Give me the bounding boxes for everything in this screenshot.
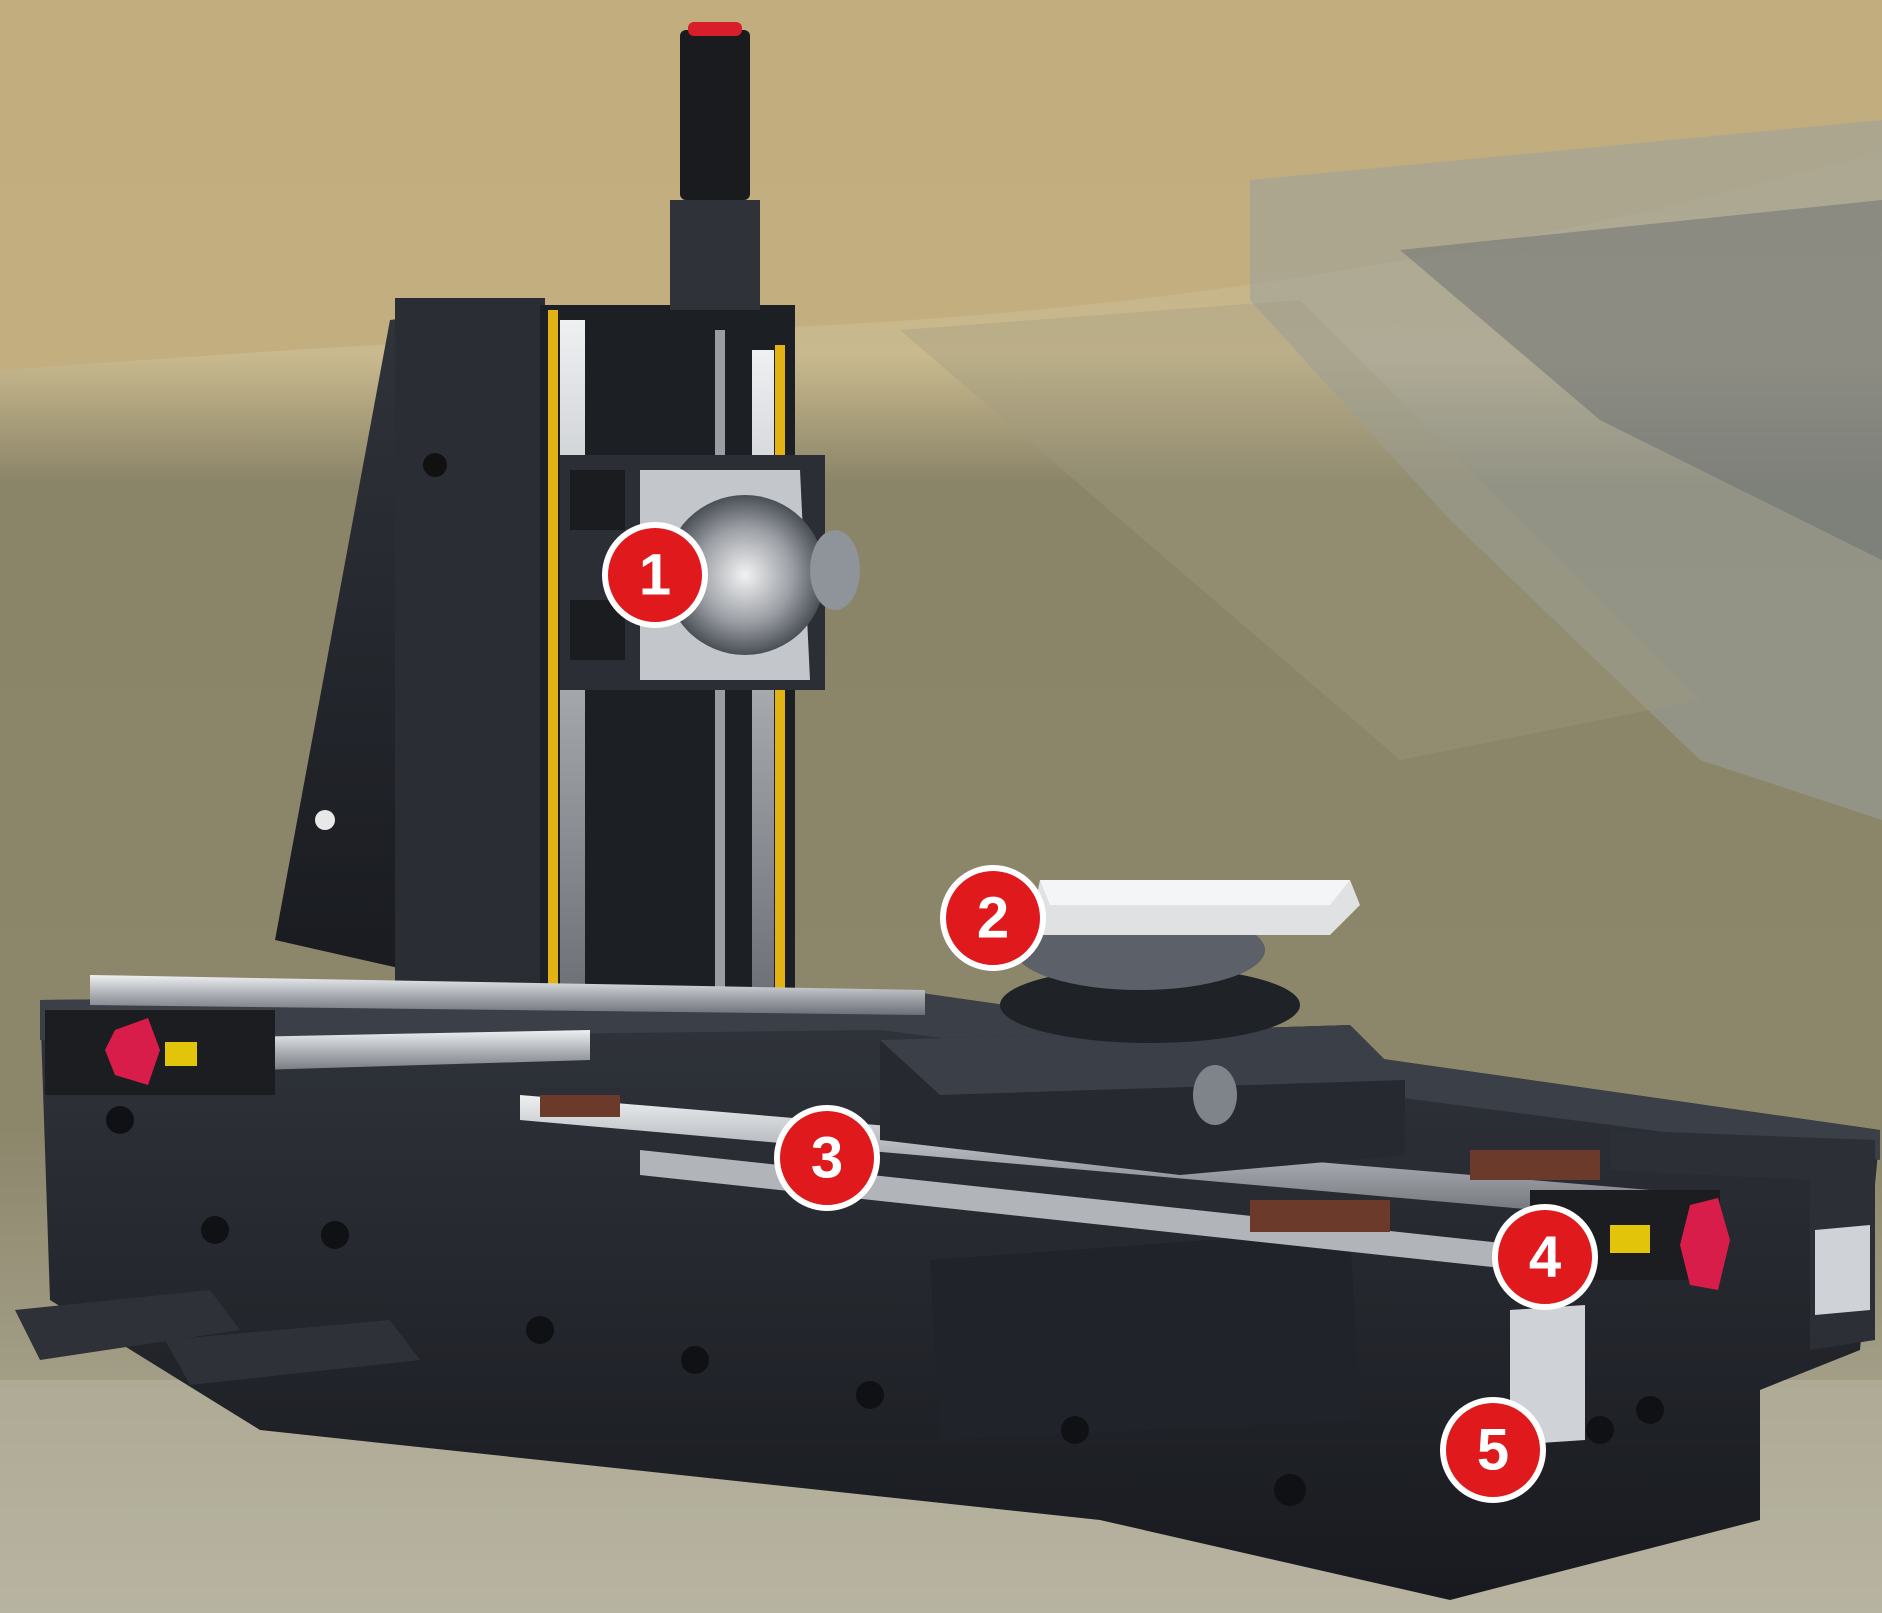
callout-2-label: 2 (977, 886, 1009, 951)
callout-2-badge (940, 865, 1046, 971)
callout-1-label: 1 (639, 543, 671, 608)
x-axis-motor (45, 1010, 275, 1095)
callout-5-badge (1440, 1397, 1546, 1503)
callout-2[interactable]: 2 (940, 865, 1046, 971)
callout-3-badge (774, 1105, 880, 1211)
callout-1[interactable]: 1 (602, 522, 708, 628)
callout-4[interactable]: 4 (1492, 1204, 1598, 1310)
callout-4-badge (1492, 1204, 1598, 1310)
callout-5[interactable]: 5 (1440, 1397, 1546, 1503)
callout-3[interactable]: 3 (774, 1105, 880, 1211)
y-axis-motor (1510, 1130, 1875, 1445)
rotary-table (880, 880, 1405, 1175)
callout-4-label: 4 (1529, 1225, 1561, 1290)
callout-5-label: 5 (1477, 1418, 1509, 1483)
z-axis-motor (670, 22, 760, 310)
callout-1-badge (602, 522, 708, 628)
callout-3-label: 3 (811, 1126, 843, 1191)
